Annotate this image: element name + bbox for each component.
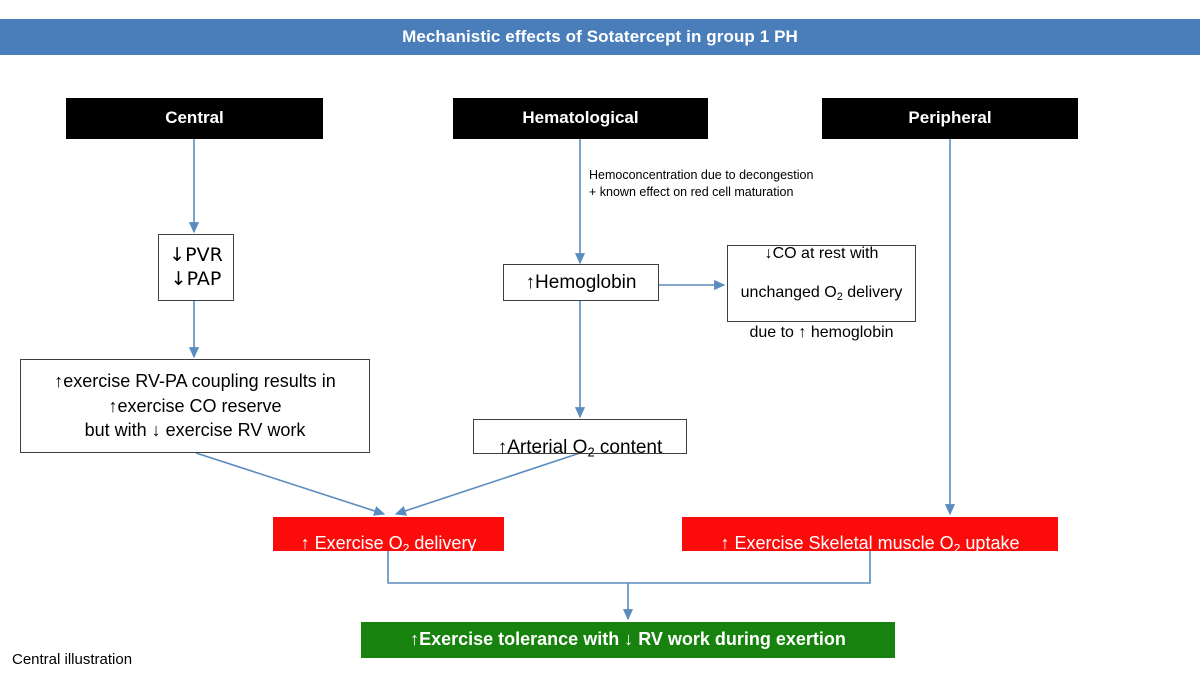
node-skeletal-muscle-o2-uptake: ↑ Exercise Skeletal muscle O2 uptake [682,517,1058,556]
column-header-peripheral-label: Peripheral [908,108,992,128]
node-exercise-o2-delivery-text-a: ↑ Exercise O [300,533,403,554]
subscript-two: 2 [953,541,961,556]
node-co-at-rest-label: ↓CO at rest with unchanged O2 delivery d… [737,224,907,343]
node-skeletal-muscle-o2-uptake-label: ↑ Exercise Skeletal muscle O2 uptake [717,511,1024,556]
node-exercise-tolerance-label: ↑Exercise tolerance with ↓ RV work durin… [410,629,846,650]
subscript-two: 2 [836,290,843,303]
node-exercise-tolerance: ↑Exercise tolerance with ↓ RV work durin… [361,622,895,658]
node-pvr-pap: ↓PVR ↓PAP [158,234,234,301]
column-header-central: Central [66,98,323,139]
column-header-hematological: Hematological [453,98,708,139]
node-rv-pa-coupling: ↑exercise RV-PA coupling results in ↑exe… [20,359,370,453]
node-hemoglobin: ↑Hemoglobin [503,264,659,301]
connector-arterial-to-o2delivery [394,452,581,516]
node-arterial-o2-text-b: content [594,436,663,458]
node-rv-pa-coupling-label: ↑exercise RV-PA coupling results in ↑exe… [54,370,336,441]
subscript-two: 2 [402,541,410,556]
subscript-two: 2 [587,444,595,460]
connector-rvpa-to-o2delivery [195,452,386,516]
node-co-at-rest: ↓CO at rest with unchanged O2 delivery d… [727,245,916,341]
node-arterial-o2-label: ↑Arterial O2 content [494,413,667,461]
node-pvr-pap-label: ↓PVR ↓PAP [169,244,223,290]
node-skeletal-uptake-text-b: uptake [960,533,1020,554]
node-exercise-o2-delivery-label: ↑ Exercise O2 delivery [297,511,481,556]
column-header-hematological-label: Hematological [522,108,639,128]
node-co-at-rest-line3: due to ↑ hemoglobin [749,324,894,342]
node-co-at-rest-line1: ↓CO at rest with [764,244,879,262]
node-arterial-o2-text-a: ↑Arterial O [497,436,588,458]
page-title-bar: Mechanistic effects of Sotatercept in gr… [0,19,1200,55]
node-exercise-o2-delivery: ↑ Exercise O2 delivery [273,517,504,556]
column-header-peripheral: Peripheral [822,98,1078,139]
node-co-at-rest-line2a: unchanged O [740,283,837,301]
column-header-central-label: Central [165,108,224,128]
node-skeletal-uptake-text-a: ↑ Exercise Skeletal muscle O [720,533,954,554]
node-exercise-o2-delivery-text-b: delivery [409,533,477,554]
node-hemoglobin-label: ↑Hemoglobin [525,271,637,293]
node-arterial-o2-content: ↑Arterial O2 content [473,419,687,460]
annotation-hemoconcentration: Hemoconcentration due to decongestion + … [589,168,814,199]
node-co-at-rest-line2b: delivery [842,283,903,301]
page-title: Mechanistic effects of Sotatercept in gr… [402,27,798,46]
figure-caption: Central illustration [12,651,133,668]
